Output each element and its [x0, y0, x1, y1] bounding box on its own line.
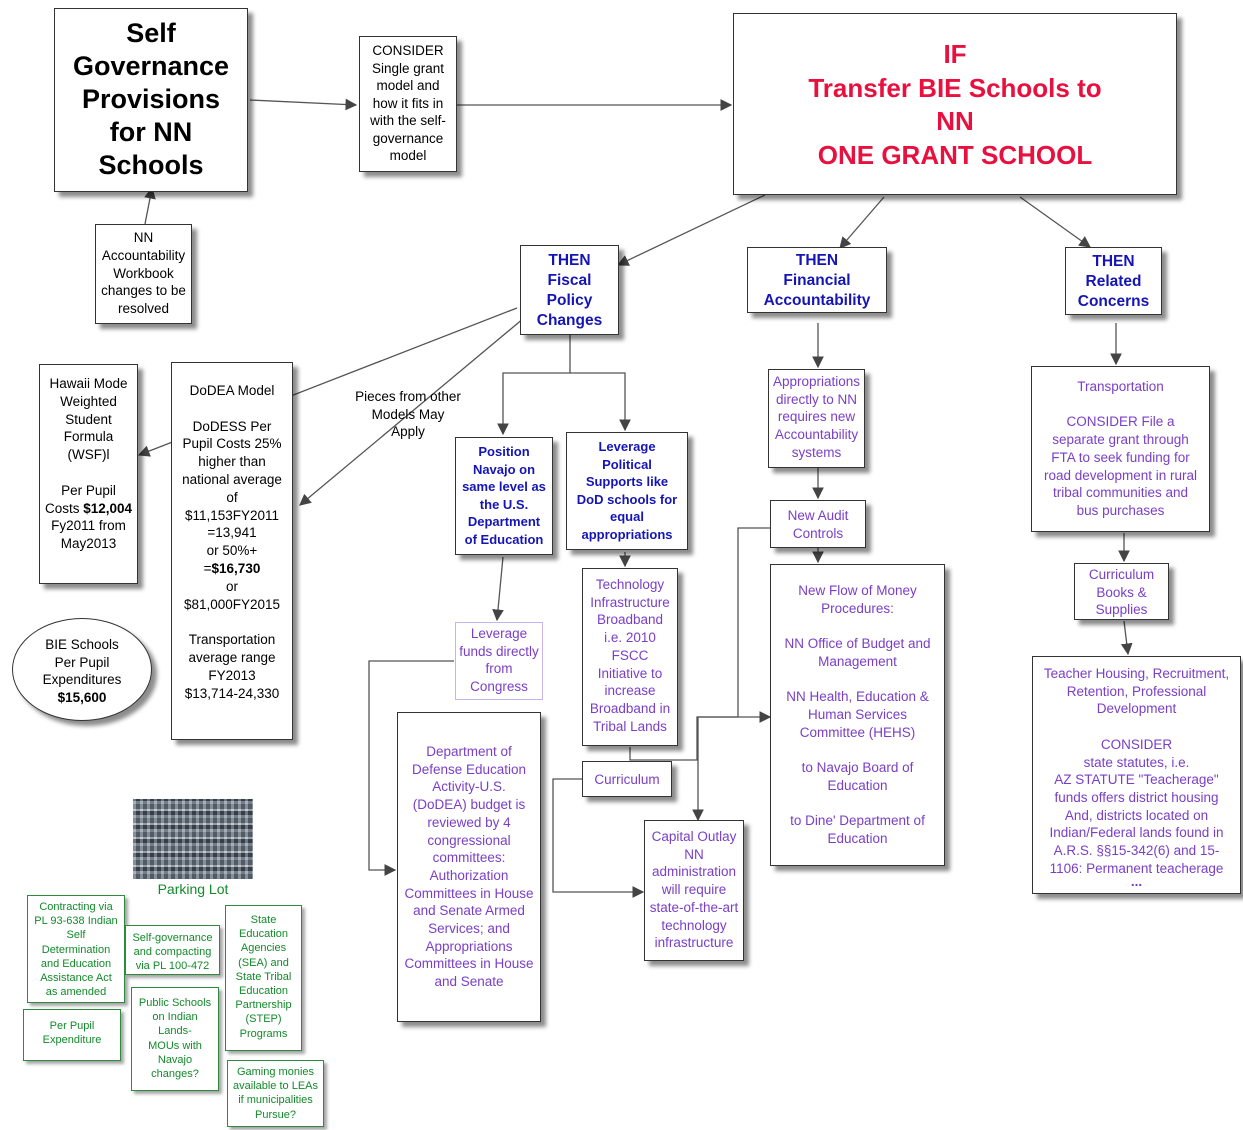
- nn-workbook-box: NN Accountability Workbook changes to be…: [95, 224, 192, 324]
- hawaii-cost: $12,004: [83, 500, 133, 516]
- arrow-if-to-related: [1019, 196, 1091, 248]
- parking-gaming-box: Gaming monies available to LEAs if munic…: [227, 1060, 324, 1127]
- then-fiscal-box: THEN Fiscal Policy Changes: [520, 245, 619, 335]
- self-governance-box: Self Governance Provisions for NN School…: [54, 8, 248, 192]
- arrow-if-to-fiscal: [616, 194, 766, 266]
- parking-lot-photo: [133, 799, 253, 879]
- leverage-political-box: Leverage Political Supports like DoD sch…: [566, 432, 688, 550]
- if-transfer-text: IF Transfer BIE Schools to NN ONE GRANT …: [808, 39, 1102, 170]
- arrow-audit-loop: [692, 527, 770, 822]
- arrow-fiscal-to-leverage-political: [570, 372, 631, 432]
- leverage-political-text: Leverage Political Supports like DoD sch…: [576, 439, 678, 542]
- parking-per-pupil-text: Per Pupil Expenditure: [42, 1020, 102, 1047]
- arrow-fiscal-to-position: [497, 335, 571, 436]
- arrow-selfgov-to-consider: [249, 98, 358, 111]
- parking-state-education-text: State Education Agencies (SEA) and State…: [235, 914, 292, 1040]
- curriculum-books-text: Curriculum Books & Supplies: [1088, 567, 1155, 618]
- arrow-workbook-to-selfgov: [144, 186, 156, 225]
- nn-workbook-text: NN Accountability Workbook changes to be…: [101, 230, 186, 317]
- if-transfer-box: IF Transfer BIE Schools to NN ONE GRANT …: [733, 13, 1177, 195]
- parking-self-governance-text: Self-governance and compacting via PL 10…: [132, 932, 213, 973]
- dept-defense-box: Department of Defense Education Activity…: [397, 712, 541, 1022]
- bie-schools-value: $15,600: [57, 689, 107, 705]
- consider-single-grant-box: CONSIDER Single grant model and how it f…: [359, 36, 457, 172]
- technology-text: Technology Infrastructure Broadband i.e.…: [589, 577, 671, 734]
- dodea-cost: $16,730: [211, 560, 261, 576]
- parking-lot-label: Parking Lot: [157, 881, 229, 897]
- hawaii-text: Hawaii Mode Weighted Student Formula (WS…: [44, 376, 128, 516]
- dodea-model-box: DoDEA Model DoDESS Per Pupil Costs 25% h…: [171, 362, 293, 740]
- then-related-text: THEN Related Concerns: [1077, 253, 1150, 310]
- parking-self-governance-box: Self-governance and compacting via PL 10…: [125, 925, 220, 975]
- new-flow-box: New Flow of Money Procedures: NN Office …: [770, 564, 945, 866]
- hawaii-text-tail: Fy2011 from May2013: [51, 518, 126, 552]
- arrow-fiscal-to-dodea: [299, 317, 525, 506]
- then-fiscal-text: THEN Fiscal Policy Changes: [536, 252, 603, 329]
- curriculum-text: Curriculum: [594, 772, 660, 787]
- teacher-housing-box: Teacher Housing, Recruitment, Retention,…: [1032, 656, 1241, 894]
- leverage-funds-text: Leverage funds directly from Congress: [459, 626, 539, 695]
- position-navajo-box: Position Navajo on same level as the U.S…: [455, 437, 553, 555]
- parking-contracting-text: Contracting via PL 93-638 Indian Self De…: [34, 901, 118, 999]
- transportation-text: Transportation CONSIDER File a separate …: [1043, 379, 1198, 518]
- then-financial-text: THEN Financial Accountability: [763, 252, 871, 309]
- capital-outlay-box: Capital Outlay NN administration will re…: [644, 820, 744, 961]
- appropriations-text: Appropriations directly to NN requires n…: [772, 374, 861, 460]
- arrow-curriculum-to-capital-outlay: [552, 778, 645, 898]
- leverage-funds-box: Leverage funds directly from Congress: [455, 622, 543, 700]
- new-audit-text: New Audit Controls: [787, 508, 849, 541]
- self-governance-text: Self Governance Provisions for NN School…: [72, 18, 230, 180]
- parking-public-schools-box: Public Schools on Indian Lands- MOUs wit…: [131, 987, 219, 1091]
- arrow-if-to-financial: [839, 196, 885, 249]
- dodea-text: DoDEA Model DoDESS Per Pupil Costs 25% h…: [182, 383, 282, 576]
- parking-public-schools-text: Public Schools on Indian Lands- MOUs wit…: [138, 997, 212, 1081]
- capital-outlay-text: Capital Outlay NN administration will re…: [649, 829, 739, 951]
- parking-state-education-box: State Education Agencies (SEA) and State…: [225, 905, 302, 1051]
- appropriations-box: Appropriations directly to NN requires n…: [768, 369, 865, 468]
- consider-single-grant-text: CONSIDER Single grant model and how it f…: [370, 43, 446, 163]
- bie-schools-ellipse: BIE Schools Per Pupil Expenditures $15,6…: [12, 618, 152, 721]
- technology-box: Technology Infrastructure Broadband i.e.…: [582, 568, 678, 746]
- dept-defense-text: Department of Defense Education Activity…: [404, 744, 534, 990]
- bie-schools-text: BIE Schools Per Pupil Expenditures: [42, 637, 122, 687]
- hawaii-model-box: Hawaii Mode Weighted Student Formula (WS…: [39, 364, 138, 584]
- curriculum-box: Curriculum: [582, 761, 672, 797]
- pieces-label: Pieces from other Models May Apply: [355, 389, 461, 439]
- arrow-leverage-funds-to-dept-defense: [368, 660, 454, 876]
- dodea-text-tail: or $81,000FY2015 Transportation average …: [183, 578, 281, 701]
- parking-contracting-box: Contracting via PL 93-638 Indian Self De…: [27, 895, 125, 1003]
- then-financial-box: THEN Financial Accountability: [747, 247, 887, 313]
- parking-per-pupil-box: Per Pupil Expenditure: [23, 1009, 121, 1061]
- new-audit-box: New Audit Controls: [770, 500, 866, 548]
- parking-gaming-text: Gaming monies available to LEAs if munic…: [233, 1066, 318, 1121]
- position-navajo-text: Position Navajo on same level as the U.S…: [462, 444, 546, 547]
- then-related-box: THEN Related Concerns: [1065, 247, 1162, 315]
- new-flow-text: New Flow of Money Procedures: NN Office …: [784, 583, 931, 846]
- arrow-curriculum-books-to-teacher: [1120, 620, 1133, 656]
- teacher-housing-more: ...: [1130, 874, 1143, 890]
- arrow-position-to-leverage-funds: [492, 556, 504, 622]
- curriculum-books-box: Curriculum Books & Supplies: [1074, 563, 1169, 620]
- teacher-housing-text: Teacher Housing, Recruitment, Retention,…: [1043, 666, 1230, 876]
- transportation-box: Transportation CONSIDER File a separate …: [1031, 366, 1210, 532]
